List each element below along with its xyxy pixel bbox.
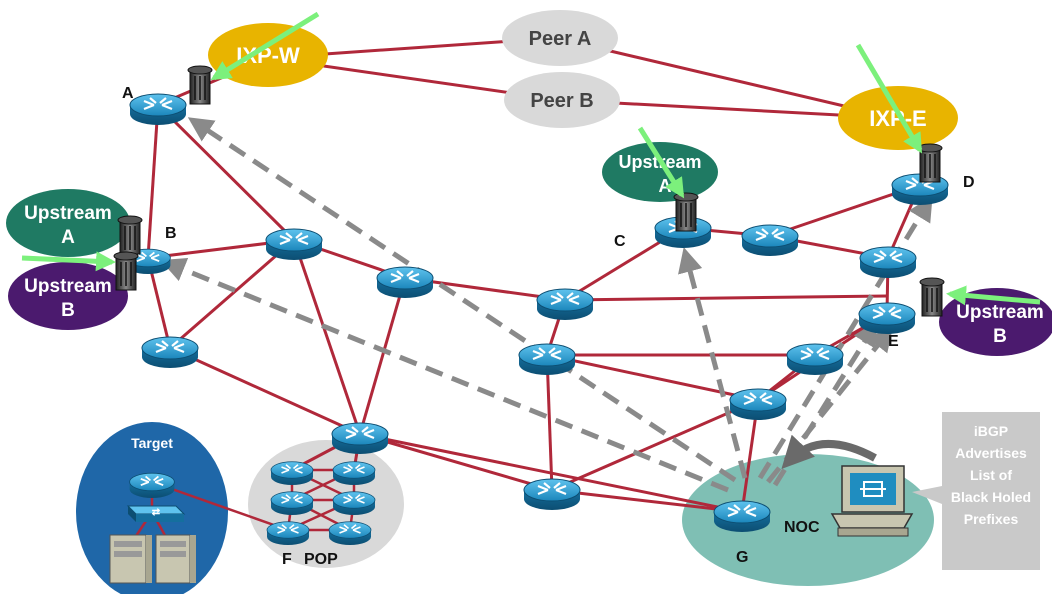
ibgp-callout: iBGP Advertises List of Black Holed Pref… bbox=[912, 412, 1040, 570]
label-c: C bbox=[614, 233, 626, 250]
router-core-9-icon bbox=[729, 388, 787, 420]
noc-workstation-icon bbox=[830, 465, 914, 537]
router-core-5-icon bbox=[518, 343, 576, 375]
upstream-b-left-cloud: Upstream B bbox=[8, 262, 128, 330]
svg-text:⇄: ⇄ bbox=[152, 507, 161, 518]
upstream-b-left-line2: B bbox=[61, 300, 75, 321]
router-core-3-icon bbox=[536, 288, 594, 320]
router-target-icon bbox=[129, 472, 175, 498]
ixp-w-cloud: IXP-W bbox=[208, 23, 328, 87]
router-g-icon bbox=[713, 500, 771, 532]
peer-b-cloud: Peer B bbox=[504, 72, 620, 128]
peer-b-label: Peer B bbox=[530, 90, 593, 112]
router-core-10-icon bbox=[331, 422, 389, 454]
label-target: Target bbox=[131, 435, 173, 451]
label-pop: POP bbox=[304, 551, 338, 568]
callout-line1: iBGP bbox=[974, 423, 1008, 439]
label-noc: NOC bbox=[784, 519, 820, 536]
label-a: A bbox=[122, 85, 134, 102]
ixp-e-cloud: IXP-E bbox=[838, 86, 958, 150]
upstream-b-right-cloud: Upstream B bbox=[939, 288, 1052, 356]
peer-a-label: Peer A bbox=[529, 28, 592, 50]
router-core-4-icon bbox=[141, 336, 199, 368]
upstream-a-mid-cloud: Upstream A bbox=[602, 142, 718, 202]
router-core-6-icon bbox=[741, 224, 799, 256]
routers bbox=[125, 93, 949, 545]
router-pop-2-icon bbox=[332, 461, 376, 485]
trash-icon-upstream-a-left bbox=[117, 215, 143, 255]
router-f-icon bbox=[266, 521, 310, 545]
router-pop-3-icon bbox=[270, 491, 314, 515]
router-core-7-icon bbox=[859, 246, 917, 278]
trash-icon-ixp-w bbox=[187, 65, 213, 105]
callout-line3: List of bbox=[970, 467, 1012, 483]
noc-to-g-arrow bbox=[781, 434, 877, 469]
upstream-b-right-line2: B bbox=[993, 326, 1007, 347]
server-1-icon bbox=[109, 534, 152, 584]
upstream-b-left-line1: Upstream bbox=[24, 276, 112, 297]
router-c-icon bbox=[654, 216, 712, 248]
router-a-icon bbox=[129, 93, 187, 125]
label-b: B bbox=[165, 225, 177, 242]
router-core-8-icon bbox=[786, 343, 844, 375]
trash-icon-ixp-e bbox=[917, 143, 943, 183]
trash-icon-upstream-b-left bbox=[113, 251, 139, 291]
label-g: G bbox=[736, 549, 748, 566]
callout-line5: Prefixes bbox=[964, 511, 1019, 527]
trash-icon-upstream-b-right bbox=[919, 277, 945, 317]
router-pop-5-icon bbox=[328, 521, 372, 545]
router-core-1-icon bbox=[265, 228, 323, 260]
black-hole-bins bbox=[113, 65, 945, 317]
label-e: E bbox=[888, 333, 899, 350]
router-core-11-icon bbox=[523, 478, 581, 510]
target-switch: ⇄ bbox=[126, 505, 186, 522]
trash-icon-upstream-a-mid bbox=[673, 192, 699, 232]
peer-a-cloud: Peer A bbox=[502, 10, 618, 66]
label-d: D bbox=[963, 174, 975, 191]
router-pop-1-icon bbox=[270, 461, 314, 485]
green-arrows bbox=[21, 11, 1041, 306]
upstream-a-left-cloud: Upstream A bbox=[6, 189, 130, 257]
callout-line2: Advertises bbox=[955, 445, 1027, 461]
label-f: F bbox=[282, 551, 292, 568]
router-e-icon bbox=[858, 302, 916, 334]
upstream-b-right-line1: Upstream bbox=[956, 302, 1044, 323]
upstream-a-left-line1: Upstream bbox=[24, 203, 112, 224]
callout-line4: Black Holed bbox=[951, 489, 1031, 505]
router-pop-4-icon bbox=[332, 491, 376, 515]
upstream-a-left-line2: A bbox=[61, 227, 75, 248]
router-core-2-icon bbox=[376, 266, 434, 298]
server-2-icon bbox=[155, 534, 196, 584]
